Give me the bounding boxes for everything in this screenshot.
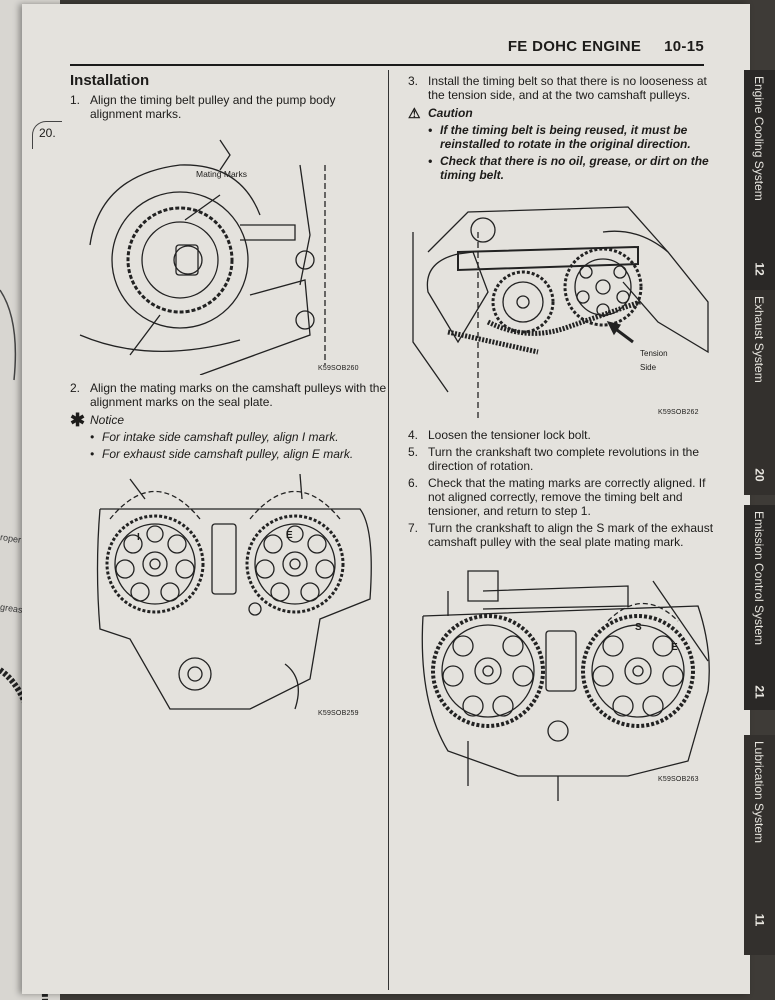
exhaust-e-mark: E — [286, 530, 293, 541]
s-mark-alignment-illustration — [421, 570, 710, 801]
section-tabs: Engine Cooling System 12 Exhaust System … — [744, 0, 775, 1000]
notice-header: ✱ Notice — [70, 410, 388, 430]
step-text: Align the mating marks on the camshaft p… — [90, 381, 387, 409]
tab-label: Exhaust System — [752, 296, 766, 383]
step-number: 1. — [70, 93, 81, 107]
step-text: Check that the mating marks are correctl… — [428, 476, 706, 518]
tab-number: 11 — [752, 913, 767, 927]
tab-emission-control[interactable]: Emission Control System 21 — [744, 505, 775, 710]
notice-item: •For intake side camshaft pulley, align … — [90, 430, 339, 444]
tension-side-label-line: Side — [640, 363, 657, 372]
caution-item: •Check that there is no oil, grease, or … — [428, 154, 716, 182]
intake-i-mark: I — [137, 532, 140, 543]
figure-s-mark-alignment: S E K59SOB263 — [408, 561, 716, 801]
camshaft-pulleys-illustration — [96, 473, 372, 710]
caution-item-text: Check that there is no oil, grease, or d… — [440, 154, 709, 182]
tab-number: 12 — [752, 262, 767, 276]
column-divider — [388, 70, 389, 990]
tension-side-label-line: Tension — [640, 349, 668, 358]
step-text: Install the timing belt so that there is… — [428, 74, 707, 102]
section-title: FE DOHC ENGINE — [507, 38, 642, 55]
caution-item-text: If the timing belt is being reused, it m… — [440, 123, 691, 151]
figure-code: K59SOB263 — [658, 776, 699, 783]
notice-item: •For exhaust side camshaft pulley, align… — [90, 447, 354, 461]
steps-4-7: 4. Loosen the tensioner lock bolt. 5. Tu… — [408, 428, 716, 549]
caution-title: Caution — [428, 106, 473, 120]
tab-exhaust[interactable]: Exhaust System 20 — [744, 290, 775, 495]
notice-title: Notice — [90, 413, 125, 427]
pulley-alignment-illustration — [79, 139, 326, 375]
exhaust-s-mark: S — [635, 622, 642, 633]
tension-side-label: Tension Side — [640, 347, 668, 375]
step-number: 2. — [70, 381, 81, 395]
figure-code: K59SOB262 — [658, 409, 699, 416]
figure-pulley-alignment: Mating Marks K59SOB260 — [70, 125, 388, 375]
step-6: 6. Check that the mating marks are corre… — [408, 476, 716, 518]
tab-number: 21 — [752, 685, 767, 699]
figure-code: K59SOB260 — [318, 365, 359, 372]
figure-camshaft-marks: I E K59SOB259 — [70, 469, 388, 724]
step-number: 4. — [408, 428, 419, 442]
step-7: 7. Turn the crankshaft to align the S ma… — [408, 521, 716, 549]
manual-page: FE DOHC ENGINE 10-15 20. Installation 1.… — [22, 4, 750, 994]
step-number: 5. — [408, 445, 419, 459]
notice-asterisk-icon: ✱ — [70, 410, 86, 430]
page-header: FE DOHC ENGINE 10-15 — [70, 38, 704, 66]
step-3: 3. Install the timing belt so that there… — [408, 74, 716, 102]
tab-label: Lubrication System — [752, 741, 766, 844]
tab-engine-cooling[interactable]: Engine Cooling System 12 — [744, 70, 775, 310]
tab-label: Emission Control System — [752, 511, 766, 646]
figure-code: K59SOB259 — [318, 710, 359, 717]
page-number: 10-15 — [664, 38, 704, 55]
figure-belt-install: Tension Side K59SOB262 — [408, 192, 716, 422]
notice-item-text: For intake side camshaft pulley, align I… — [102, 430, 339, 444]
tab-label: Engine Cooling System — [752, 76, 766, 201]
exhaust-e-mark: E — [671, 642, 678, 653]
left-column: Installation 1. Align the timing belt pu… — [70, 72, 388, 728]
step-1: 1. Align the timing belt pulley and the … — [70, 93, 388, 121]
step-4: 4. Loosen the tensioner lock bolt. — [408, 428, 716, 442]
margin-reference: 20. — [32, 121, 62, 149]
tab-number: 20 — [752, 468, 767, 482]
caution-icon: ⚠ — [408, 105, 421, 121]
step-number: 6. — [408, 476, 419, 490]
right-column: 3. Install the timing belt so that there… — [408, 74, 716, 805]
step-text: Loosen the tensioner lock bolt. — [428, 428, 591, 442]
step-2: 2. Align the mating marks on the camshaf… — [70, 381, 388, 409]
caution-item: •If the timing belt is being reused, it … — [428, 123, 716, 151]
step-5: 5. Turn the crankshaft two complete revo… — [408, 445, 716, 473]
notice-item-text: For exhaust side camshaft pulley, align … — [102, 447, 354, 461]
step-number: 7. — [408, 521, 419, 535]
mating-marks-label: Mating Marks — [196, 169, 248, 179]
belt-install-illustration — [412, 206, 709, 422]
step-number: 3. — [408, 74, 419, 88]
step-text: Turn the crankshaft to align the S mark … — [428, 521, 714, 549]
caution-header: ⚠ Caution — [408, 106, 716, 120]
section-heading: Installation — [70, 72, 150, 89]
tab-lubrication[interactable]: Lubrication System 11 — [744, 735, 775, 955]
step-text: Align the timing belt pulley and the pum… — [90, 93, 336, 121]
step-text: Turn the crankshaft two complete revolut… — [428, 445, 700, 473]
